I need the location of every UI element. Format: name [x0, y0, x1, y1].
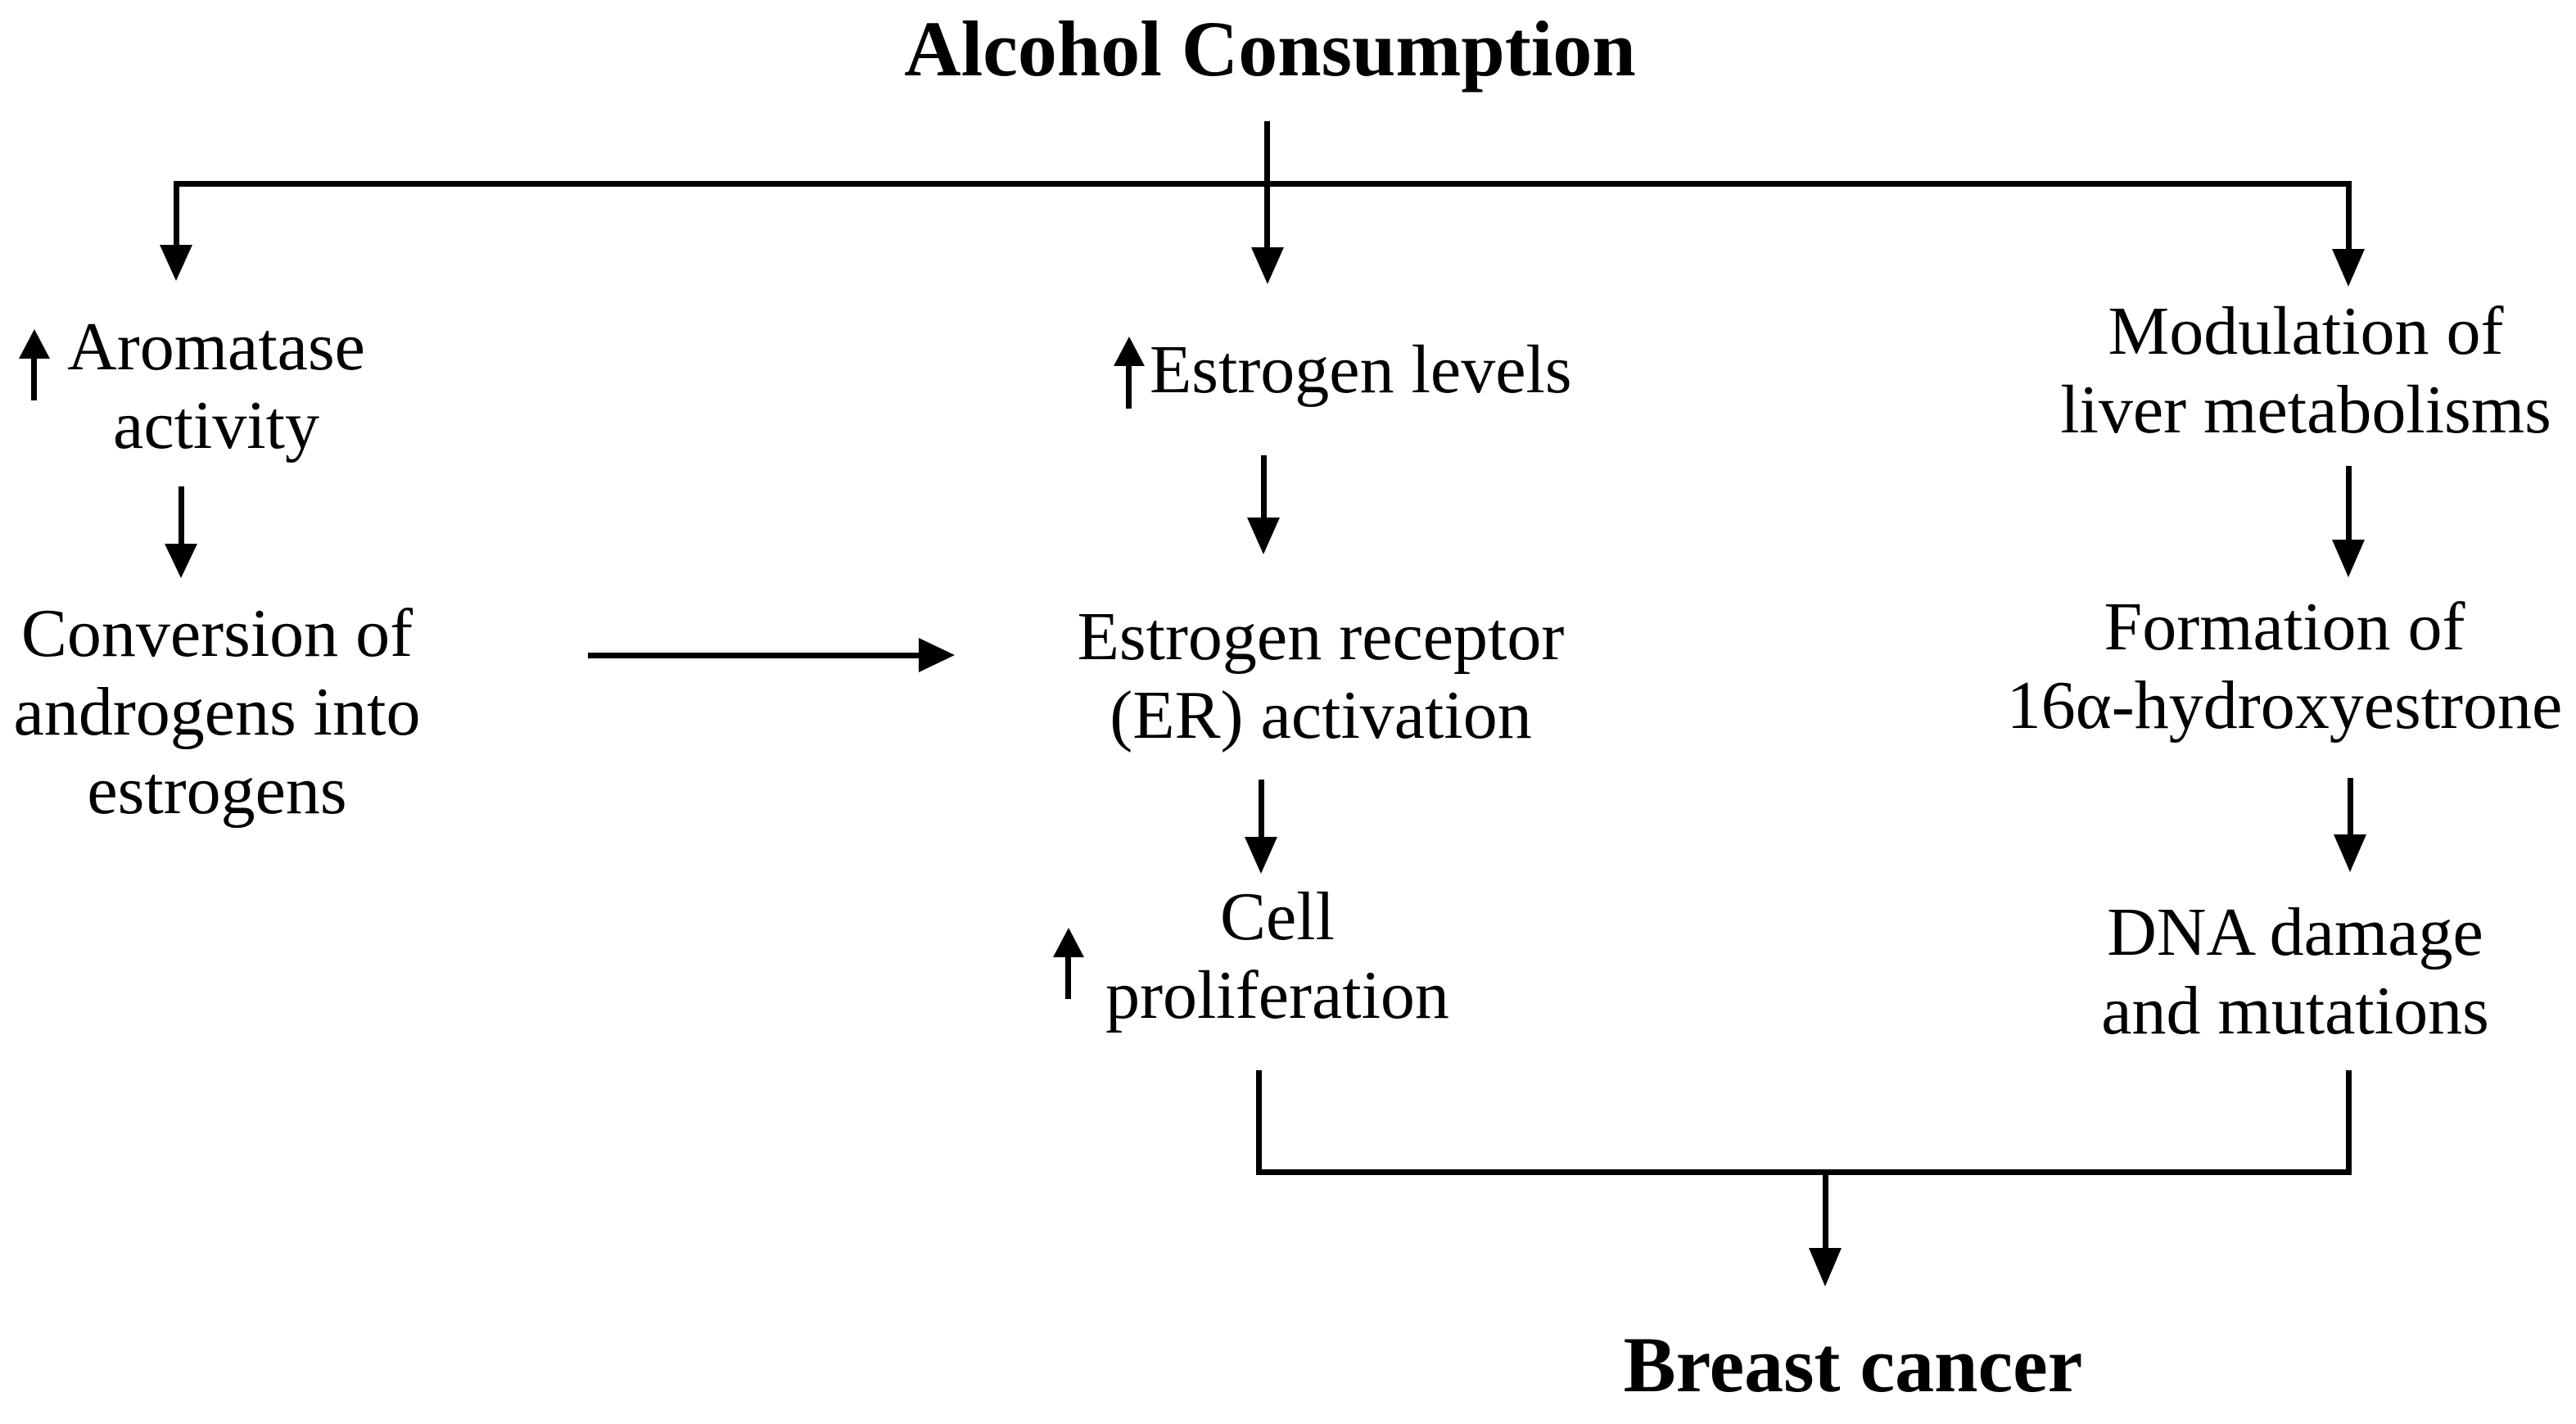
node-breast-cancer: Breast cancer — [1623, 1321, 2083, 1408]
node-dna-damage: DNA damage and mutations — [2009, 893, 2576, 1051]
conversion-line-2: androgens into — [13, 674, 421, 750]
formation-line-1: Formation of — [2104, 589, 2465, 665]
arrow-alcohol-to-estrogen-levels — [1251, 121, 1284, 284]
cell-proliferation-line-2: proliferation — [1105, 957, 1449, 1033]
modulation-line-2: liver metabolisms — [2060, 372, 2551, 448]
node-alcohol-consumption: Alcohol Consumption — [904, 5, 1636, 93]
arrow-er-activation-to-cell-proliferation — [1245, 780, 1277, 874]
node-formation-hydroxyestrone: Formation of 16α-hydroxyestrone — [1998, 588, 2571, 745]
modulation-line-1: Modulation of — [2108, 293, 2504, 369]
node-aromatase-activity: Aromatase activity — [0, 308, 432, 465]
dna-damage-line-1: DNA damage — [2107, 894, 2483, 970]
branch-line — [174, 181, 2351, 187]
arrow-branch-to-aromatase — [160, 181, 192, 281]
arrow-aromatase-to-conversion — [165, 486, 197, 578]
aromatase-line-2: activity — [113, 387, 319, 463]
arrow-junction-to-breast-cancer — [1809, 1174, 1842, 1286]
junction-line-right — [2346, 1070, 2352, 1174]
aromatase-line-1: Aromatase — [67, 309, 365, 385]
conversion-line-3: estrogens — [87, 753, 347, 829]
up-arrow-icon — [1053, 928, 1084, 999]
arrow-branch-to-modulation — [2332, 181, 2365, 287]
up-arrow-icon — [1114, 337, 1145, 409]
dna-damage-line-2: and mutations — [2101, 973, 2489, 1049]
cell-proliferation-line-1: Cell — [1220, 879, 1335, 955]
er-activation-line-2: (ER) activation — [1109, 677, 1532, 753]
er-activation-line-1: Estrogen receptor — [1077, 599, 1565, 675]
formation-line-2: 16α-hydroxyestrone — [2006, 667, 2563, 744]
junction-line-left — [1256, 1070, 1262, 1174]
node-estrogen-levels: Estrogen levels — [1150, 332, 1572, 408]
arrow-estrogen-levels-to-er-activation — [1247, 455, 1280, 554]
node-modulation-liver: Modulation of liver metabolisms — [2019, 292, 2576, 450]
junction-line-horizontal — [1256, 1169, 2352, 1175]
arrow-modulation-to-formation — [2332, 466, 2365, 577]
node-conversion-androgens: Conversion of androgens into estrogens — [0, 594, 434, 830]
arrow-conversion-to-er-activation — [588, 638, 955, 672]
arrow-formation-to-dna-damage — [2334, 778, 2366, 872]
conversion-line-1: Conversion of — [20, 595, 414, 671]
up-arrow-icon — [19, 329, 50, 400]
node-cell-proliferation: Cell proliferation — [991, 878, 1564, 1035]
node-er-activation: Estrogen receptor (ER) activation — [1034, 598, 1607, 755]
